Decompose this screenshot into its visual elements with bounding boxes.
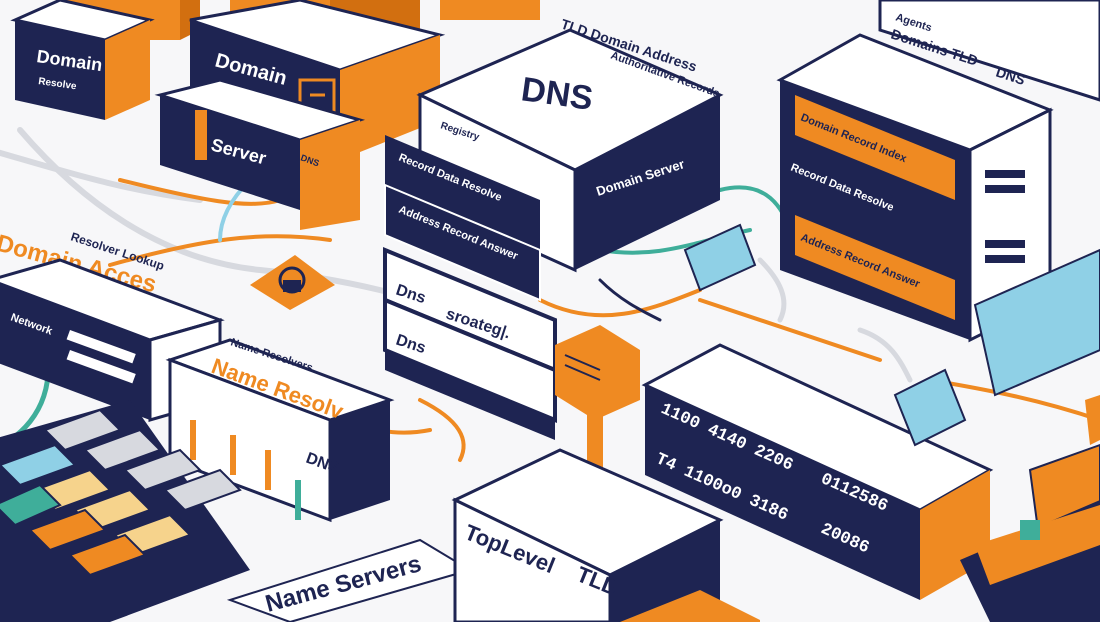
card-tray — [0, 400, 250, 622]
dns-strategy-panels: Dns sroateg|. Dns — [383, 247, 557, 440]
bottom-right-panels — [960, 395, 1100, 622]
domain-resolve-subtitle: Resolve — [38, 76, 78, 92]
name-servers-area: Name Servers — [226, 538, 473, 622]
server-block: Server DNS — [154, 78, 366, 230]
card-grid — [0, 408, 242, 577]
light-blue-connectors — [683, 223, 1100, 447]
top-level-tld-block: TopLevel TLD — [451, 448, 760, 622]
right-dns-tower: Domain Record Index Record Data Resolve … — [776, 33, 1054, 343]
number-panel: 1100 4140 2206 0112586 T4 1100o0 3186 20… — [641, 343, 994, 600]
left-server-rack: Network — [0, 258, 225, 422]
lock-badge — [250, 255, 335, 310]
domain-resolve-block: Domain Resolve — [10, 0, 155, 120]
